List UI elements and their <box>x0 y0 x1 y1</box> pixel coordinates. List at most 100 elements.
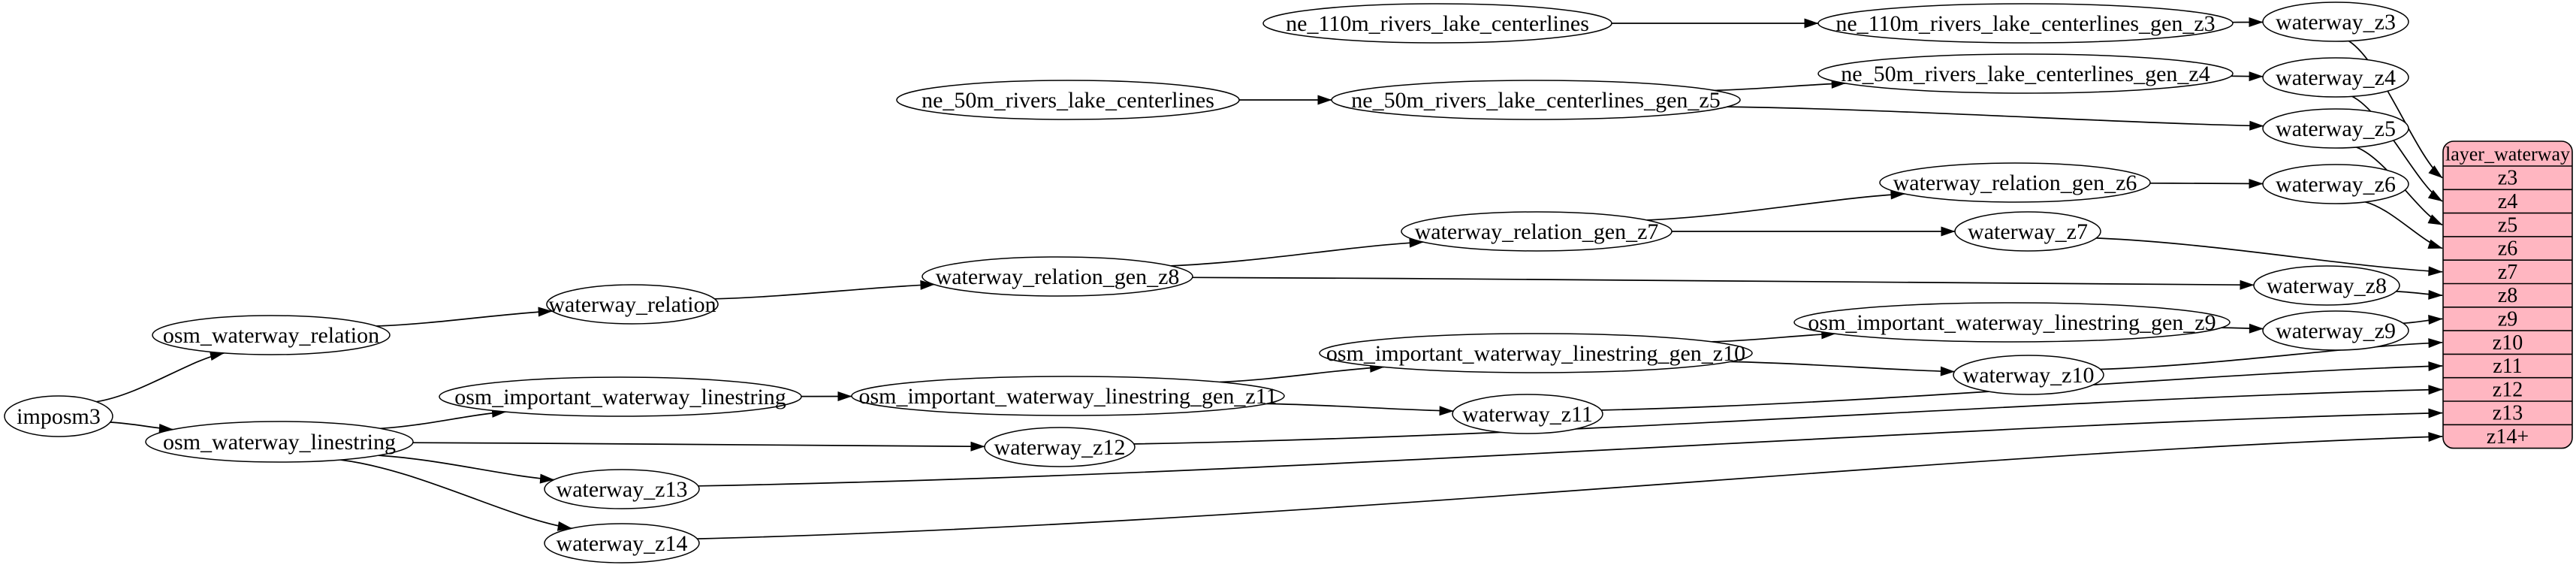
graph-node-label: imposm3 <box>17 404 101 429</box>
graph-node-label: waterway_z11 <box>1462 402 1593 427</box>
graph-node-osm_important_waterway_linestring_gen_z11: osm_important_waterway_linestring_gen_z1… <box>851 376 1285 416</box>
graph-node-label: osm_waterway_relation <box>163 323 379 348</box>
graph-edge-osm_important_waterway_linestring_gen_z10-to-waterway_z10 <box>1730 361 1955 376</box>
graph-node-waterway_relation: waterway_relation <box>546 284 719 325</box>
graph-node-label: osm_important_waterway_linestring_gen_z1… <box>1326 341 1745 366</box>
graph-node-osm_important_waterway_linestring: osm_important_waterway_linestring <box>439 376 802 417</box>
graph-node-waterway_z14: waterway_z14 <box>544 523 700 563</box>
graph-edge-imposm3-to-osm_waterway_linestring <box>110 421 173 434</box>
graph-node-label: waterway_relation_gen_z6 <box>1893 171 2137 195</box>
record-row-z7: z7 <box>2498 261 2517 284</box>
record-row-z5: z5 <box>2498 213 2517 237</box>
graph-edge-osm_waterway_linestring-to-waterway_z14 <box>340 459 572 531</box>
record-row-z13: z13 <box>2493 402 2523 425</box>
record-row-z10: z10 <box>2493 331 2523 355</box>
graph-node-waterway_relation_gen_z7: waterway_relation_gen_z7 <box>1401 211 1673 252</box>
graph-edge-waterway_z14-to-z14+ <box>697 431 2443 539</box>
graph-node-label: waterway_z10 <box>1963 363 2095 388</box>
graph-node-waterway_z12: waterway_z12 <box>984 427 1136 467</box>
graph-node-waterway_z7: waterway_z7 <box>1954 211 2101 252</box>
graph-edge-waterway_z8-to-z8 <box>2396 289 2443 300</box>
record-row-z11: z11 <box>2493 355 2522 378</box>
record-node-layer_waterway: layer_waterwayz3z4z5z6z7z8z9z10z11z12z13… <box>2442 140 2573 449</box>
graph-edge-waterway_z9-to-z9 <box>2403 315 2443 325</box>
graph-edge-osm_important_waterway_linestring_gen_z11-to-waterway_z11 <box>1266 403 1454 416</box>
graph-edge-ne_50m_rivers_lake_centerlines_gen_z5-to-ne_50m_rivers_lake_centerlines_gen_z4 <box>1714 78 1846 92</box>
graph-edge-waterway_z6-to-z6 <box>2365 201 2443 249</box>
graph-edge-waterway_z3-to-z3 <box>2348 40 2443 179</box>
graph-edge-osm_waterway_relation-to-waterway_relation <box>376 307 553 327</box>
edges-layer <box>96 17 2443 539</box>
graph-edge-osm_important_waterway_linestring_gen_z10-to-osm_important_waterway_linestring_gen_z9 <box>1712 329 1836 343</box>
graph-node-waterway_relation_gen_z6: waterway_relation_gen_z6 <box>1879 162 2151 203</box>
graph-node-label: waterway_relation_gen_z7 <box>1415 219 1659 244</box>
graph-edge-waterway_relation-to-waterway_relation_gen_z8 <box>714 279 935 300</box>
graph-node-waterway_z3: waterway_z3 <box>2262 2 2409 42</box>
graph-node-waterway_z9: waterway_z9 <box>2262 310 2409 351</box>
graph-node-waterway_z4: waterway_z4 <box>2262 57 2409 98</box>
graph-node-waterway_relation_gen_z8: waterway_relation_gen_z8 <box>922 256 1193 297</box>
graph-node-label: waterway_z9 <box>2276 319 2396 343</box>
graph-edge-waterway_relation_gen_z8-to-waterway_z8 <box>1192 276 2255 290</box>
graph-edge-waterway_z7-to-z7 <box>2096 237 2443 276</box>
record-title: layer_waterway <box>2445 144 2570 165</box>
record-row-z8: z8 <box>2498 284 2517 307</box>
graph-edge-waterway_z13-to-z13 <box>698 408 2443 487</box>
record-row-z14+: z14+ <box>2487 425 2529 449</box>
graph-node-label: waterway_z14 <box>557 531 688 556</box>
graph-node-label: ne_50m_rivers_lake_centerlines_gen_z5 <box>1351 88 1720 113</box>
graph-node-label: waterway_relation_gen_z8 <box>936 264 1180 289</box>
record-row-z9: z9 <box>2498 307 2517 331</box>
graph-node-osm_important_waterway_linestring_gen_z9: osm_important_waterway_linestring_gen_z9 <box>1793 302 2231 343</box>
graph-node-label: waterway_z6 <box>2276 172 2396 197</box>
record-row-z3: z3 <box>2498 167 2517 190</box>
graph-node-label: ne_110m_rivers_lake_centerlines <box>1286 11 1589 36</box>
graph-node-waterway_z5: waterway_z5 <box>2262 108 2409 149</box>
graph-edge-ne_50m_rivers_lake_centerlines_gen_z4-to-waterway_z4 <box>2231 71 2264 82</box>
graph-node-label: osm_waterway_linestring <box>163 430 396 455</box>
graph-node-label: osm_important_waterway_linestring_gen_z1… <box>858 384 1277 409</box>
graph-node-waterway_z8: waterway_z8 <box>2253 265 2400 306</box>
graph-edge-osm_waterway_linestring-to-waterway_z13 <box>378 455 555 484</box>
graph-edge-osm_waterway_linestring-to-osm_important_waterway_linestring <box>380 407 507 430</box>
graph-edge-imposm3-to-osm_waterway_relation <box>96 351 225 403</box>
graph-node-ne_110m_rivers_lake_centerlines: ne_110m_rivers_lake_centerlines <box>1262 3 1612 44</box>
graph-node-osm_waterway_linestring: osm_waterway_linestring <box>145 421 414 463</box>
graph-node-waterway_z13: waterway_z13 <box>544 469 700 509</box>
graph-node-label: ne_50m_rivers_lake_centerlines_gen_z4 <box>1841 62 2210 86</box>
graph-node-ne_50m_rivers_lake_centerlines_gen_z5: ne_50m_rivers_lake_centerlines_gen_z5 <box>1331 80 1741 120</box>
record-row-z12: z12 <box>2493 378 2523 401</box>
graph-node-label: waterway_z3 <box>2276 10 2396 35</box>
graph-node-waterway_z10: waterway_z10 <box>1953 355 2104 395</box>
graph-edge-osm_important_waterway_linestring_gen_z11-to-osm_important_waterway_linestring_gen_z10 <box>1220 362 1385 383</box>
graph-node-label: ne_110m_rivers_lake_centerlines_gen_z3 <box>1835 11 2215 36</box>
graph-edge-waterway_relation_gen_z8-to-waterway_relation_gen_z7 <box>1170 237 1424 267</box>
graph-node-label: waterway_z13 <box>557 477 688 502</box>
graph-node-label: osm_important_waterway_linestring_gen_z9 <box>1808 310 2216 335</box>
graph-node-label: waterway_relation <box>548 292 716 317</box>
graph-node-osm_important_waterway_linestring_gen_z10: osm_important_waterway_linestring_gen_z1… <box>1319 333 1753 373</box>
graph-node-osm_waterway_relation: osm_waterway_relation <box>152 315 391 355</box>
graph-node-ne_50m_rivers_lake_centerlines_gen_z4: ne_50m_rivers_lake_centerlines_gen_z4 <box>1817 53 2234 94</box>
graph-edge-waterway_z10-to-z10 <box>2100 338 2443 370</box>
graph-node-waterway_z11: waterway_z11 <box>1452 394 1603 434</box>
graph-node-waterway_z6: waterway_z6 <box>2262 164 2409 204</box>
graph-node-label: waterway_z12 <box>994 435 1126 460</box>
graph-node-label: waterway_z8 <box>2267 273 2387 298</box>
graph-edge-waterway_z12-to-z12 <box>1133 385 2443 445</box>
graph-edge-waterway_relation_gen_z6-to-waterway_z6 <box>2149 178 2264 189</box>
graph-node-ne_110m_rivers_lake_centerlines_gen_z3: ne_110m_rivers_lake_centerlines_gen_z3 <box>1817 3 2234 44</box>
graph-node-imposm3: imposm3 <box>4 395 113 437</box>
graph-node-label: waterway_z5 <box>2276 116 2396 141</box>
graph-edge-ne_50m_rivers_lake_centerlines_gen_z5-to-waterway_z5 <box>1727 106 2264 131</box>
record-row-z4: z4 <box>2498 190 2517 213</box>
graph-edge-osm_waterway_linestring-to-waterway_z12 <box>412 441 985 452</box>
graph-edge-waterway_z4-to-z4 <box>2351 95 2443 202</box>
graph-node-label: waterway_z4 <box>2276 65 2396 90</box>
graph-node-label: ne_50m_rivers_lake_centerlines <box>922 88 1214 113</box>
graph-node-ne_50m_rivers_lake_centerlines: ne_50m_rivers_lake_centerlines <box>896 80 1240 120</box>
graph-edge-waterway_relation_gen_z7-to-waterway_relation_gen_z6 <box>1646 189 1905 221</box>
graph-node-label: osm_important_waterway_linestring <box>454 385 786 409</box>
